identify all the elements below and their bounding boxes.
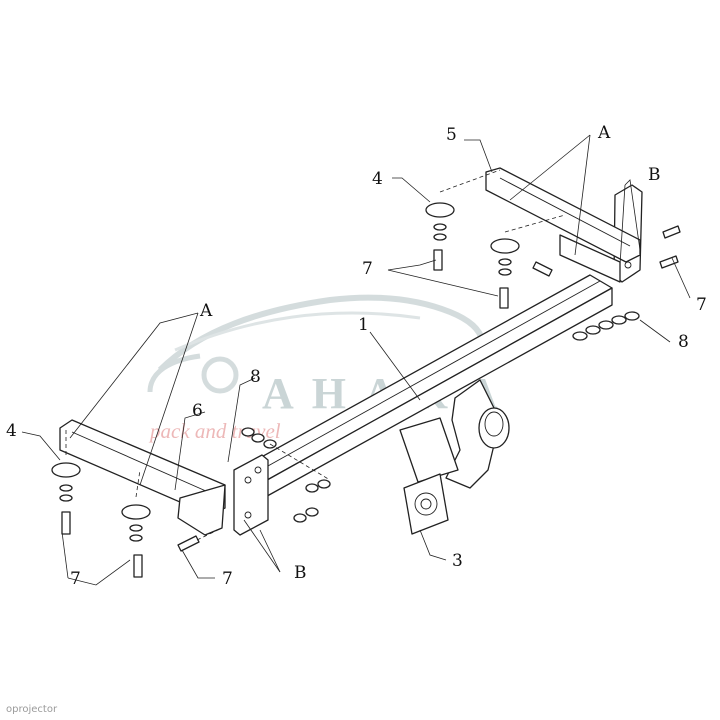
callout-8-left: 8	[250, 367, 261, 387]
callout-1: 1	[358, 315, 369, 335]
callout-b-top: B	[648, 165, 661, 185]
callout-6: 6	[192, 401, 203, 421]
callout-8-right: 8	[678, 332, 689, 352]
callout-5: 5	[446, 125, 457, 145]
crossbar-part-1	[237, 274, 613, 501]
callout-7-right: 7	[696, 295, 707, 315]
fastener-group-left	[241, 427, 331, 523]
callout-7-bottom-left: 7	[70, 569, 81, 589]
callout-4-left: 4	[6, 421, 17, 441]
callout-3: 3	[452, 551, 463, 571]
corner-watermark: oprojector	[6, 704, 58, 715]
callout-7-mid: 7	[362, 259, 373, 279]
assembly-guide-lines	[65, 169, 566, 541]
left-mount-plate	[233, 454, 269, 536]
spacers-part-4	[51, 202, 520, 542]
ball-neck-part-3	[399, 379, 510, 535]
left-side-bracket-part-6	[59, 419, 226, 536]
callout-b-bottom: B	[294, 563, 307, 583]
callout-a-top: A	[597, 123, 611, 143]
leader-lines	[21, 134, 691, 586]
callout-4-top: 4	[372, 169, 383, 189]
callout-a-left: A	[199, 301, 213, 321]
callout-7-bottom: 7	[222, 569, 233, 589]
fastener-group-right	[572, 311, 640, 341]
right-side-bracket-part-5	[485, 167, 641, 283]
bolts-part-7	[61, 225, 681, 578]
watermark-logo	[147, 294, 485, 394]
